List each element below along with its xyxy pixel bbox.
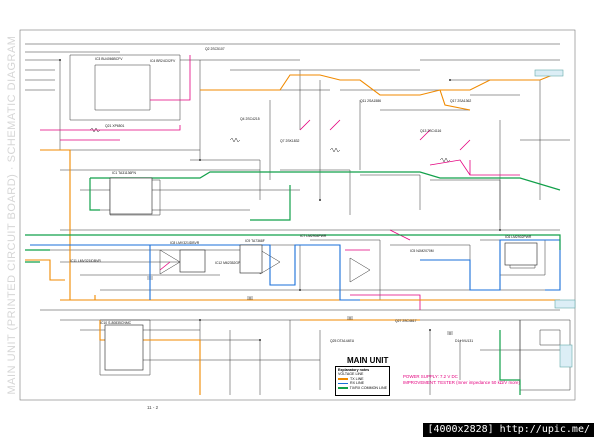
watermark: [4000x2828] http://upic.me/	[423, 423, 594, 437]
transistor-label: Q25 DTA144EU	[330, 339, 355, 343]
ic-chips	[104, 177, 538, 371]
transistor-label: Q7 2SK1832	[280, 139, 300, 143]
page-number: 11 - 2	[147, 405, 159, 410]
common-line	[25, 171, 561, 395]
transistor-label: Q4 2SC4215	[240, 117, 260, 121]
legend-label: TX LINE	[350, 376, 364, 381]
ic-label: IC12 M62352GP	[215, 261, 241, 265]
legend-label: RX LINE	[350, 381, 364, 386]
ic-label: IC3 BU4066BCFV	[95, 57, 123, 61]
legend-swatch	[338, 387, 348, 389]
legend-subheading: VOLTAGE LINE	[338, 372, 364, 377]
transistor-label: D1 HVU131	[455, 339, 474, 343]
ic-label: IC5 NJM2070M	[410, 249, 434, 253]
tx-line	[25, 71, 561, 395]
ic-label: IC4 BR24C02FV	[150, 59, 176, 63]
transistor-label: Q13 2SC4116	[420, 129, 442, 133]
ic-label: IC11 LMV321IDBVR	[70, 259, 101, 263]
power-note-line1: POWER SUPPLY: 7.2 V DC	[403, 374, 458, 379]
power-note-line2: IMPROVEMENT: TESTER (Inner impedance 50 …	[403, 380, 520, 385]
ic-label: IC9 TA7368F	[245, 239, 265, 243]
legend-label: TX/RX COMMON LINE	[349, 385, 387, 390]
side-text: MAIN UNIT (PRINTED CIRCUIT BOARD) · SCHE…	[6, 35, 18, 395]
ic-label: IC6 LM2902PWR	[505, 235, 532, 239]
ic-label: IC1 TA31136FN	[112, 171, 136, 175]
legend-heading: Explanatory notes	[338, 368, 370, 372]
power-note: POWER SUPPLY: 7.2 V DC IMPROVEMENT: TEST…	[403, 374, 520, 386]
ic-label: IC10 S-80835CNMC	[100, 321, 132, 325]
legend-swatch	[338, 382, 348, 385]
sheet-frame	[19, 29, 576, 401]
transistor-label: Q21 XP6501	[105, 124, 125, 128]
ic-label: IC8 LMV321IDBVR	[170, 241, 200, 245]
transistor-label: Q27 2SC4617	[395, 319, 417, 323]
transistor-label: Q2 2SC5107	[205, 47, 225, 51]
ic-label: IC7 LM2904PWR	[300, 234, 327, 238]
legend-item: TX LINE	[338, 377, 387, 381]
unit-title: MAIN UNIT	[347, 356, 389, 365]
component-grid	[59, 59, 501, 341]
legend-item: TX/RX COMMON LINE	[338, 386, 387, 390]
transistor-label: Q17 2SA1362	[450, 99, 472, 103]
legend-box: Explanatory notes VOLTAGE LINE TX LINE R…	[335, 366, 390, 396]
legend-item: RX LINE	[338, 381, 387, 385]
connector-tabs	[534, 69, 576, 368]
legend-swatch	[338, 378, 348, 380]
transistor-label: Q11 2SA1586	[360, 99, 382, 103]
rx-line	[30, 239, 561, 301]
